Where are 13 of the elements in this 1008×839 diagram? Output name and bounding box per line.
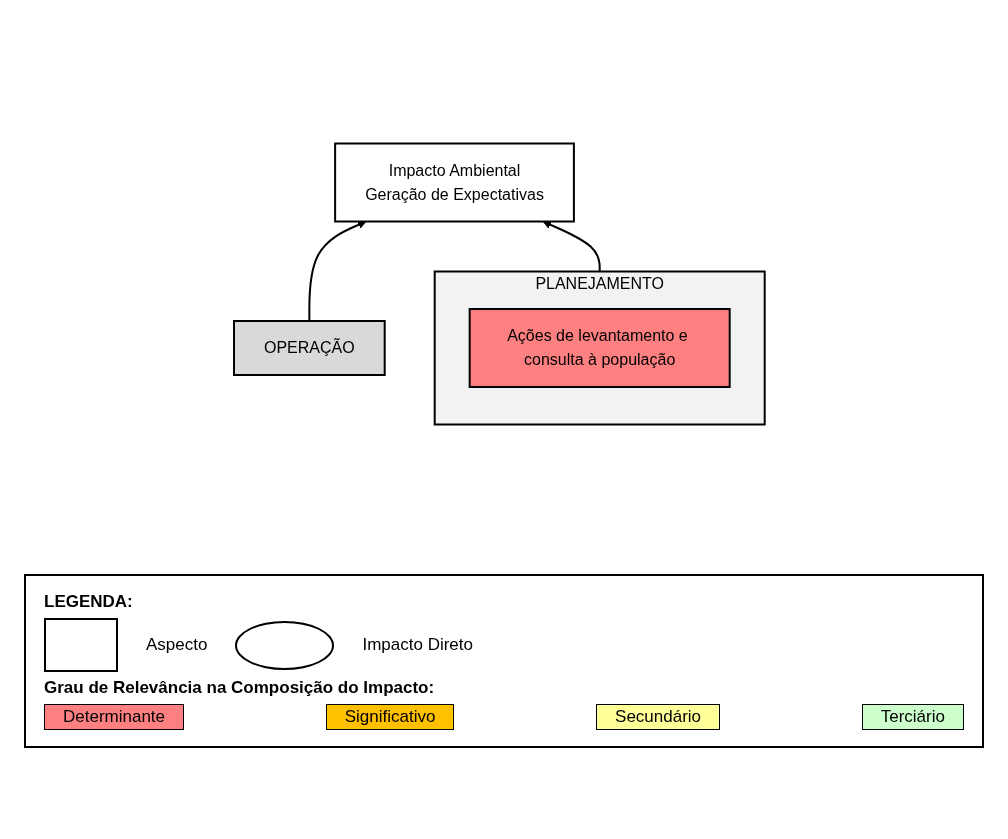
legend-subheading: Grau de Relevância na Composição do Impacto: <box>44 678 435 698</box>
legend-text: Impacto Direto <box>362 635 473 655</box>
arrow <box>308 220 367 322</box>
legend-text: Aspecto <box>146 635 208 655</box>
node-box: Ações de levantamento e consulta à população <box>468 308 731 388</box>
legend-swatch: Terciário <box>861 704 964 730</box>
node-box: OPERAÇÃO <box>232 320 386 376</box>
arrow <box>542 220 601 273</box>
legend-swatch: Determinante <box>44 704 185 730</box>
legend-heading: LEGENDA: <box>44 592 133 612</box>
legend-swatch: Secundário <box>596 704 721 730</box>
legend-swatch: Significativo <box>325 704 455 730</box>
node-box: Impacto Ambiental Geração de Expectativas <box>333 142 575 223</box>
